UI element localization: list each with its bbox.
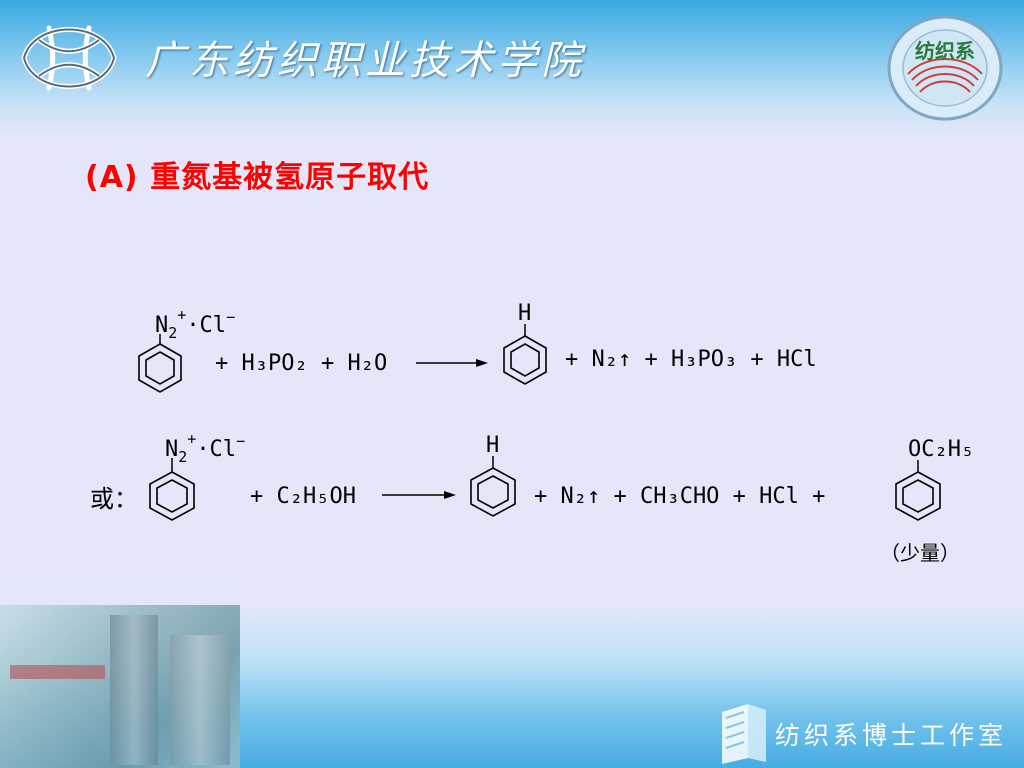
section-title: (A) 重氮基被氢原子取代 <box>85 160 430 195</box>
r1-product-label: H <box>518 301 531 326</box>
r2-reagents: + C₂H₅OH <box>250 484 356 509</box>
r2-side-product-benzene <box>895 471 941 521</box>
header-band <box>0 0 1024 140</box>
r1-arrowhead <box>476 359 488 367</box>
r2-side-product-note: （少量） <box>880 541 960 565</box>
building-sign <box>10 665 105 679</box>
building-tower <box>110 615 158 765</box>
emblem-text: 纺织系 <box>915 39 975 63</box>
r1-reactant-benzene <box>138 343 182 393</box>
r2-byproducts: + N₂↑ + CH₃CHO + HCl + <box>534 484 825 509</box>
r2-side-product-label: OC₂H₅ <box>908 437 974 462</box>
r1-reagents: + H₃PO₂ + H₂O <box>215 351 387 376</box>
r1-byproducts: + N₂↑ + H₃PO₃ + HCl <box>565 347 817 372</box>
r2-product-benzene <box>470 467 516 517</box>
building-block <box>170 635 230 765</box>
r2-reactant-label: N2+·Cl− <box>165 430 245 466</box>
school-name: 广东纺织职业技术学院 <box>145 38 585 84</box>
footer-text: 纺织系博士工作室 <box>775 721 1008 750</box>
r2-prefix: 或： <box>90 485 138 513</box>
r1-product-benzene <box>503 335 547 385</box>
school-logo-icon <box>21 25 117 91</box>
book-icon <box>722 704 766 764</box>
department-emblem-icon: 纺织系 <box>887 15 1003 121</box>
r2-product-label: H <box>486 433 499 458</box>
campus-photo <box>0 605 240 768</box>
r2-reactant-benzene <box>149 471 195 521</box>
r2-arrowhead <box>444 491 456 499</box>
r1-reactant-label: N2+·Cl− <box>155 306 235 342</box>
